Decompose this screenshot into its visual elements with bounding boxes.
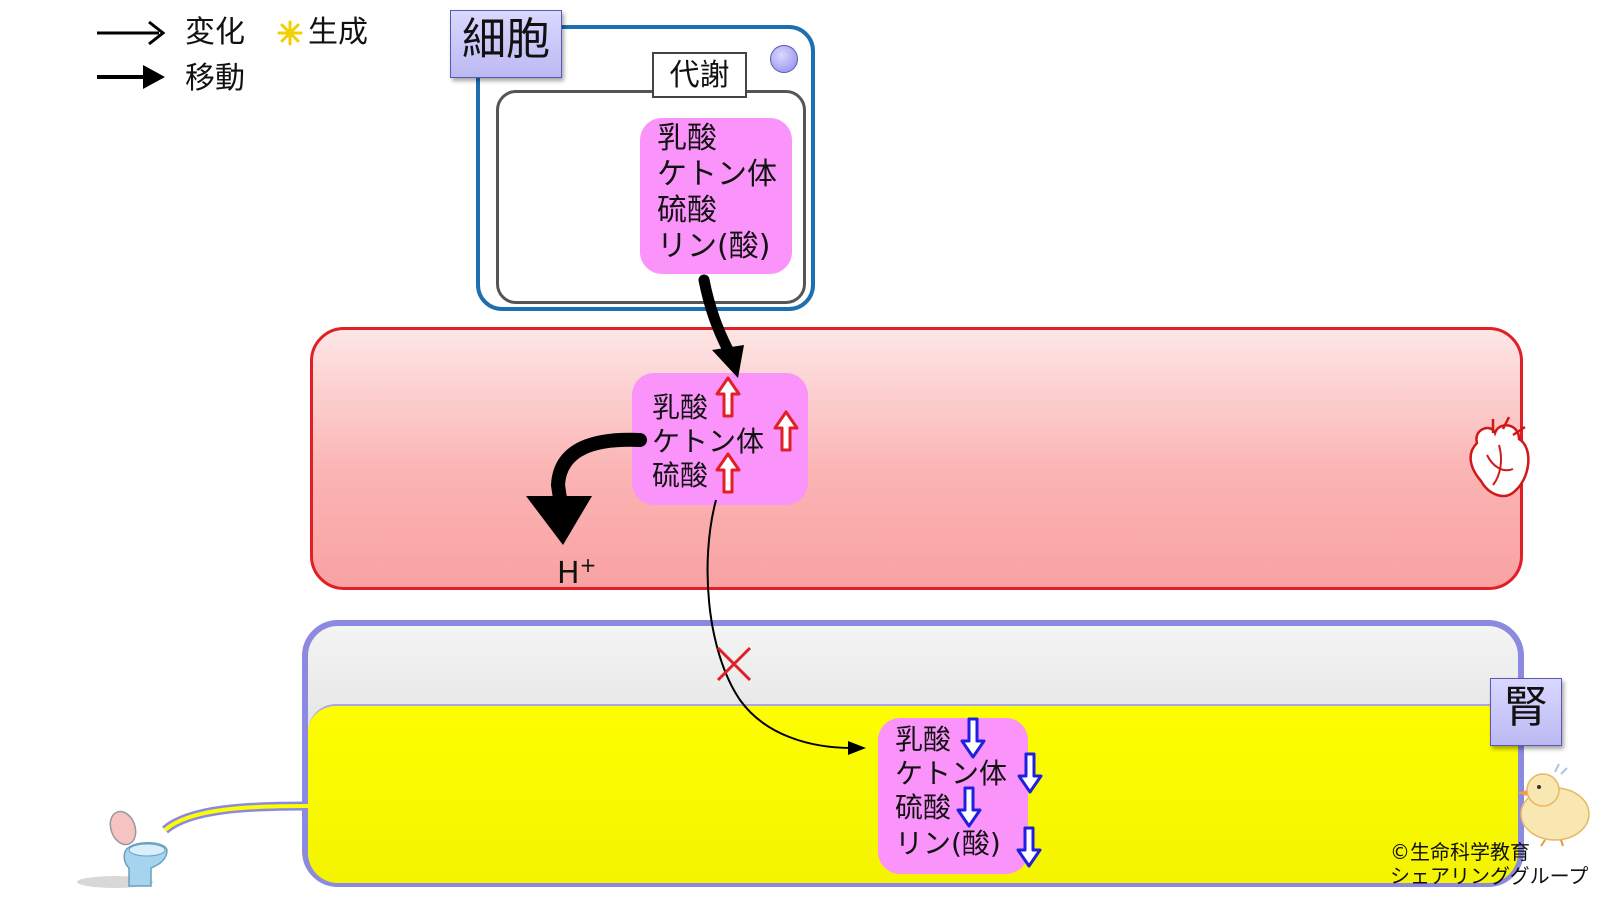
- blood-to-urine-arrow: [706, 499, 853, 749]
- ketone-decrease-icon: [1017, 752, 1043, 794]
- hplus-charge: +: [579, 553, 597, 577]
- urine-item-phosphate: リン(酸): [895, 827, 1001, 860]
- legend-move-label: 移動: [185, 61, 245, 96]
- copyright-line1: ©生命科学教育: [1390, 840, 1530, 864]
- urine-item-lactate: 乳酸: [895, 723, 952, 756]
- ketone-increase-icon: [773, 410, 799, 452]
- blood-item-sulfate: 硫酸: [652, 459, 709, 492]
- cell-item-lactate: 乳酸: [657, 121, 717, 156]
- phosphate-decrease-icon: [1016, 826, 1042, 868]
- hplus-symbol: H: [557, 556, 580, 591]
- hplus-label: H+: [557, 548, 596, 591]
- urine-item-ketone: ケトン体: [895, 757, 1008, 790]
- yellow-asterisk-icon: [277, 20, 303, 46]
- legend-change-arrow: [97, 20, 166, 46]
- sulfate-increase-icon: [715, 452, 741, 494]
- blood-to-urine-arrowhead: [848, 741, 866, 755]
- lactate-increase-icon: [715, 376, 741, 418]
- kidney-title: 腎: [1490, 678, 1562, 746]
- red-x-icon: [716, 646, 752, 682]
- cell-to-blood-arrowhead: [712, 345, 744, 378]
- acid-to-hplus-arrow: [550, 432, 647, 512]
- legend-move-arrow: [97, 65, 165, 89]
- cell-item-ketone: ケトン体: [657, 157, 777, 192]
- cell-title: 細胞: [450, 10, 562, 78]
- lactate-decrease-icon: [960, 717, 986, 759]
- cell-organelle-dot: [770, 45, 798, 73]
- copyright-line2: シェアリンググループ: [1390, 864, 1589, 888]
- blood-item-ketone: ケトン体: [652, 425, 765, 458]
- toilet-icon: [77, 810, 168, 888]
- urine-acid-box: [878, 718, 1028, 874]
- cell-acid-box: [640, 118, 792, 274]
- sulfate-decrease-icon: [956, 786, 982, 828]
- heart-icon: [1469, 416, 1530, 498]
- blood-vessel: [310, 327, 1523, 590]
- acid-to-hplus-arrowhead: [526, 496, 592, 545]
- cell-item-phosphate: リン(酸): [657, 229, 771, 264]
- blood-item-lactate: 乳酸: [652, 391, 709, 424]
- legend-change-label: 変化: [185, 15, 245, 50]
- metabolism-label: 代謝: [652, 52, 747, 98]
- urine-item-sulfate: 硫酸: [895, 791, 952, 824]
- cell-item-sulfate: 硫酸: [657, 193, 717, 228]
- chick-icon: [1517, 763, 1590, 847]
- legend-generate-label: 生成: [308, 15, 368, 50]
- cell-to-blood-arrow: [698, 274, 734, 356]
